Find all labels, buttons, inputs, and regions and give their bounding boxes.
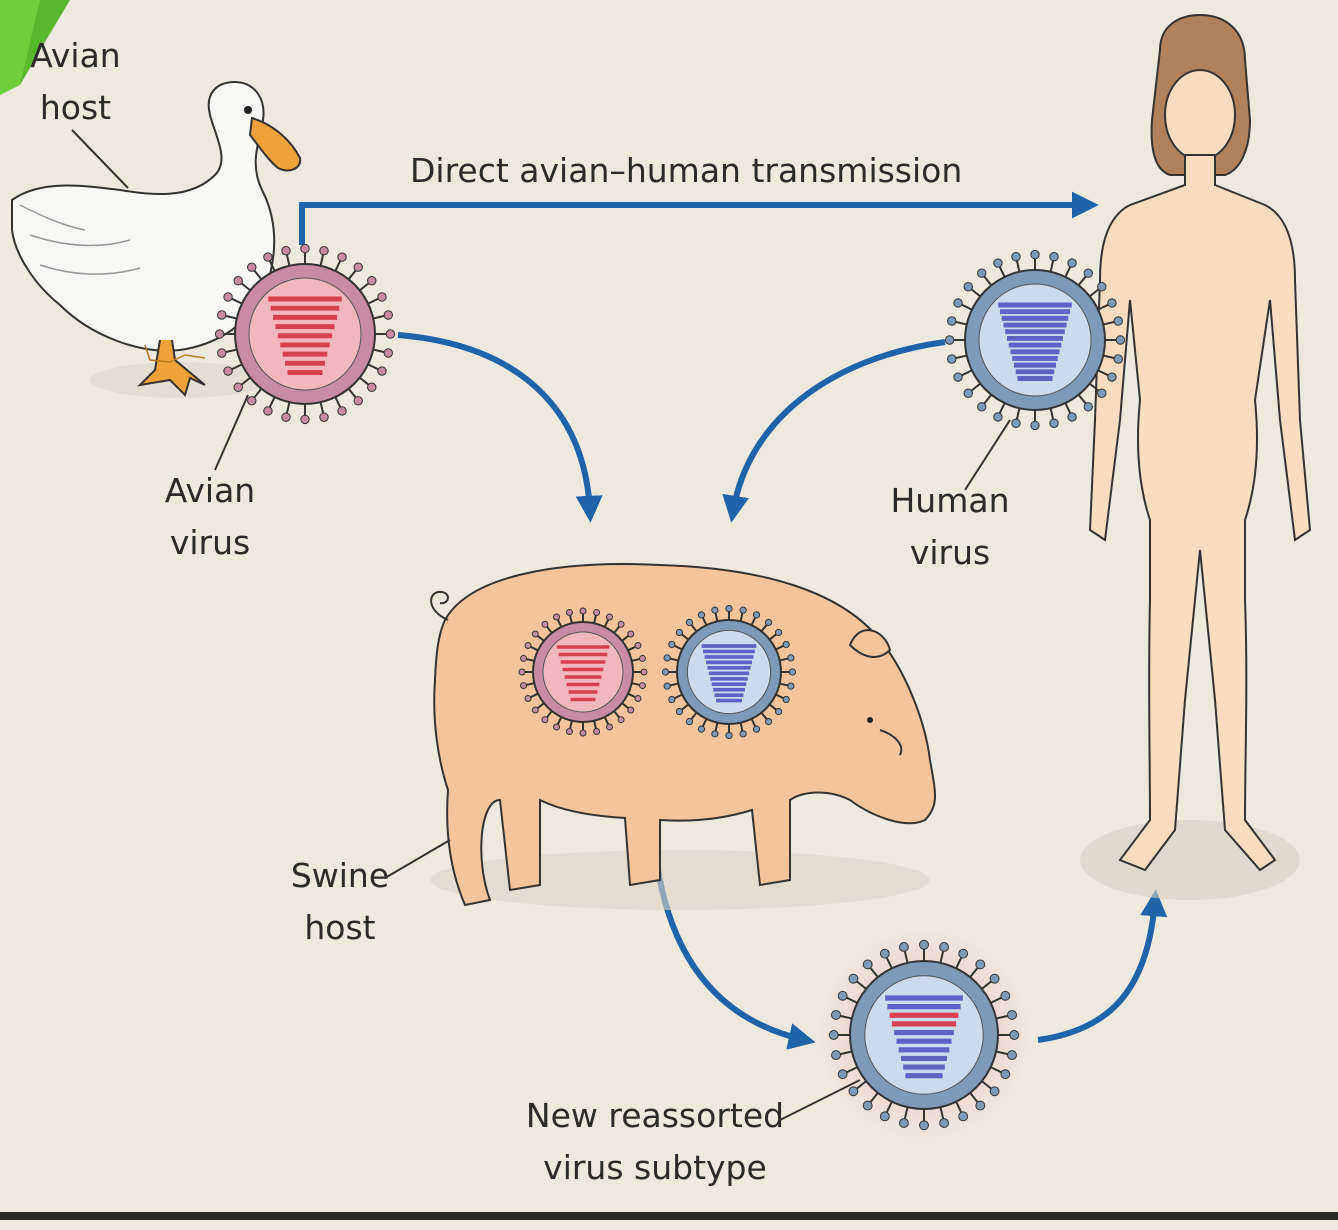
label-human-virus: Human virus [875,475,1025,579]
human-figure-icon [1080,15,1310,900]
arrow-reassorted-to-human [1038,900,1155,1040]
arrow-avian-to-swine [398,335,590,512]
label-avian-virus: Avian virus [150,465,270,569]
label-avian-host: Avian host [18,30,133,134]
label-avian-virus-line2: virus [150,517,270,569]
label-avian-virus-line1: Avian [150,465,270,517]
label-swine-host: Swine host [280,850,400,954]
label-human-virus-line2: virus [875,527,1025,579]
label-reassorted-virus: New reassorted virus subtype [505,1090,805,1194]
label-reassorted-virus-line2: virus subtype [505,1142,805,1194]
label-swine-host-line2: host [280,902,400,954]
label-avian-host-line1: Avian [18,30,133,82]
reassorted-virus-icon [817,928,1032,1143]
pig-icon [430,564,935,910]
label-direct-transmission-text: Direct avian–human transmission [410,145,1000,197]
arrow-direct-avian-human [302,205,1088,245]
label-swine-host-line1: Swine [280,850,400,902]
label-human-virus-line1: Human [875,475,1025,527]
label-avian-host-line2: host [18,82,133,134]
label-reassorted-virus-line1: New reassorted [505,1090,805,1142]
label-direct-transmission: Direct avian–human transmission [410,145,1000,197]
bottom-rule [0,1212,1338,1220]
